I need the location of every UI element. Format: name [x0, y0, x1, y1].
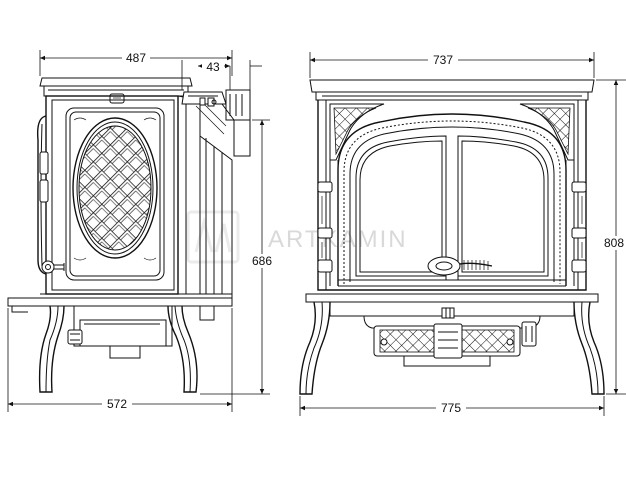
side-door-handle	[41, 260, 65, 274]
front-air-control-icon	[441, 307, 455, 319]
front-door-glass-right	[457, 135, 549, 277]
side-ash-handle	[67, 329, 83, 345]
side-door-edge	[36, 115, 47, 275]
front-door-arch	[337, 113, 567, 286]
watermark-text: ARTKAMIN	[268, 226, 408, 253]
side-top-plate	[39, 77, 193, 87]
front-door-glass-left	[355, 135, 447, 277]
dim-front-base-width-label: 775	[441, 401, 461, 415]
front-ash-handle	[521, 321, 537, 347]
front-door-handle	[427, 256, 493, 276]
dim-side-base-width-label: 572	[107, 397, 127, 411]
dim-side-top-width-label: 487	[126, 51, 146, 65]
front-base-plate	[305, 293, 599, 303]
front-right-leg	[573, 301, 605, 395]
front-left-leg	[299, 301, 331, 395]
side-rear-wall	[199, 135, 233, 294]
front-top-plate	[309, 79, 595, 93]
dim-side-top-width: 487	[39, 50, 233, 76]
front-right-pilaster-details	[571, 181, 587, 273]
side-oval-frame	[72, 117, 158, 259]
dim-front-base-width: 775	[299, 396, 605, 416]
side-view-stove	[7, 77, 251, 393]
front-ash-door	[373, 323, 521, 359]
dim-front-top-width: 737	[309, 52, 595, 78]
side-front-leg	[38, 305, 65, 393]
dim-front-top-width-label: 737	[433, 53, 453, 67]
side-oval-panel	[65, 107, 165, 281]
front-left-pilaster-details	[317, 181, 333, 273]
front-corner-ornament-right	[519, 103, 575, 161]
dim-side-height: 686	[200, 119, 276, 395]
front-view-stove	[299, 79, 605, 395]
front-corner-ornament-left	[329, 103, 385, 161]
side-base-plate	[7, 297, 233, 307]
side-oval-lattice	[79, 126, 151, 250]
watermark-logo-icon	[186, 210, 240, 264]
dim-front-height-label: 808	[604, 236, 624, 250]
dim-side-height-label: 686	[252, 254, 272, 268]
dim-side-base-width: 572	[7, 308, 233, 412]
dim-side-flue-offset: 43	[181, 60, 262, 118]
watermark: ARTKAMIN	[186, 210, 408, 264]
dim-side-flue-offset-label: 43	[206, 60, 220, 74]
dim-front-height: 808	[596, 79, 626, 395]
